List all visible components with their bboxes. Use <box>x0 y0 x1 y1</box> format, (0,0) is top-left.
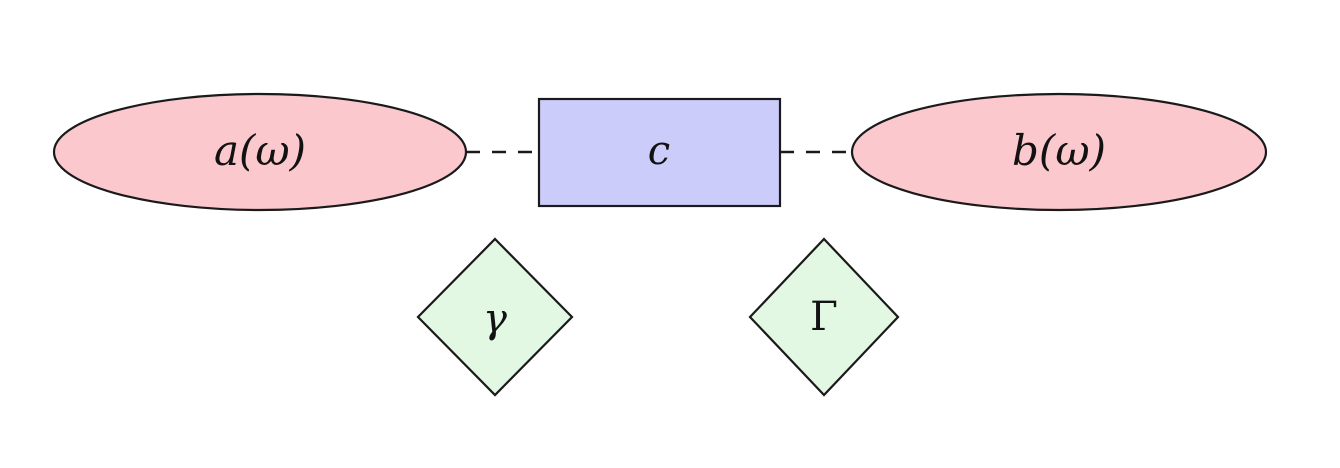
node-gamma-lower[interactable]: γ <box>416 237 574 397</box>
node-b[interactable]: b(ω) <box>850 92 1268 212</box>
node-gamma-lower-label: γ <box>483 296 507 342</box>
node-b-label: b(ω) <box>1012 126 1106 175</box>
node-a[interactable]: a(ω) <box>52 92 468 212</box>
node-gamma-upper-label: Γ <box>810 294 838 340</box>
node-gamma-upper-diamond[interactable] <box>748 237 900 397</box>
node-a-ellipse[interactable] <box>52 92 468 212</box>
node-gamma-lower-diamond[interactable] <box>416 237 574 397</box>
node-c-rect[interactable] <box>537 97 782 208</box>
node-c[interactable]: c <box>537 97 782 208</box>
node-a-label: a(ω) <box>214 126 306 175</box>
node-c-label: c <box>648 128 670 174</box>
node-b-ellipse[interactable] <box>850 92 1268 212</box>
node-gamma-upper[interactable]: Γ <box>748 237 900 397</box>
